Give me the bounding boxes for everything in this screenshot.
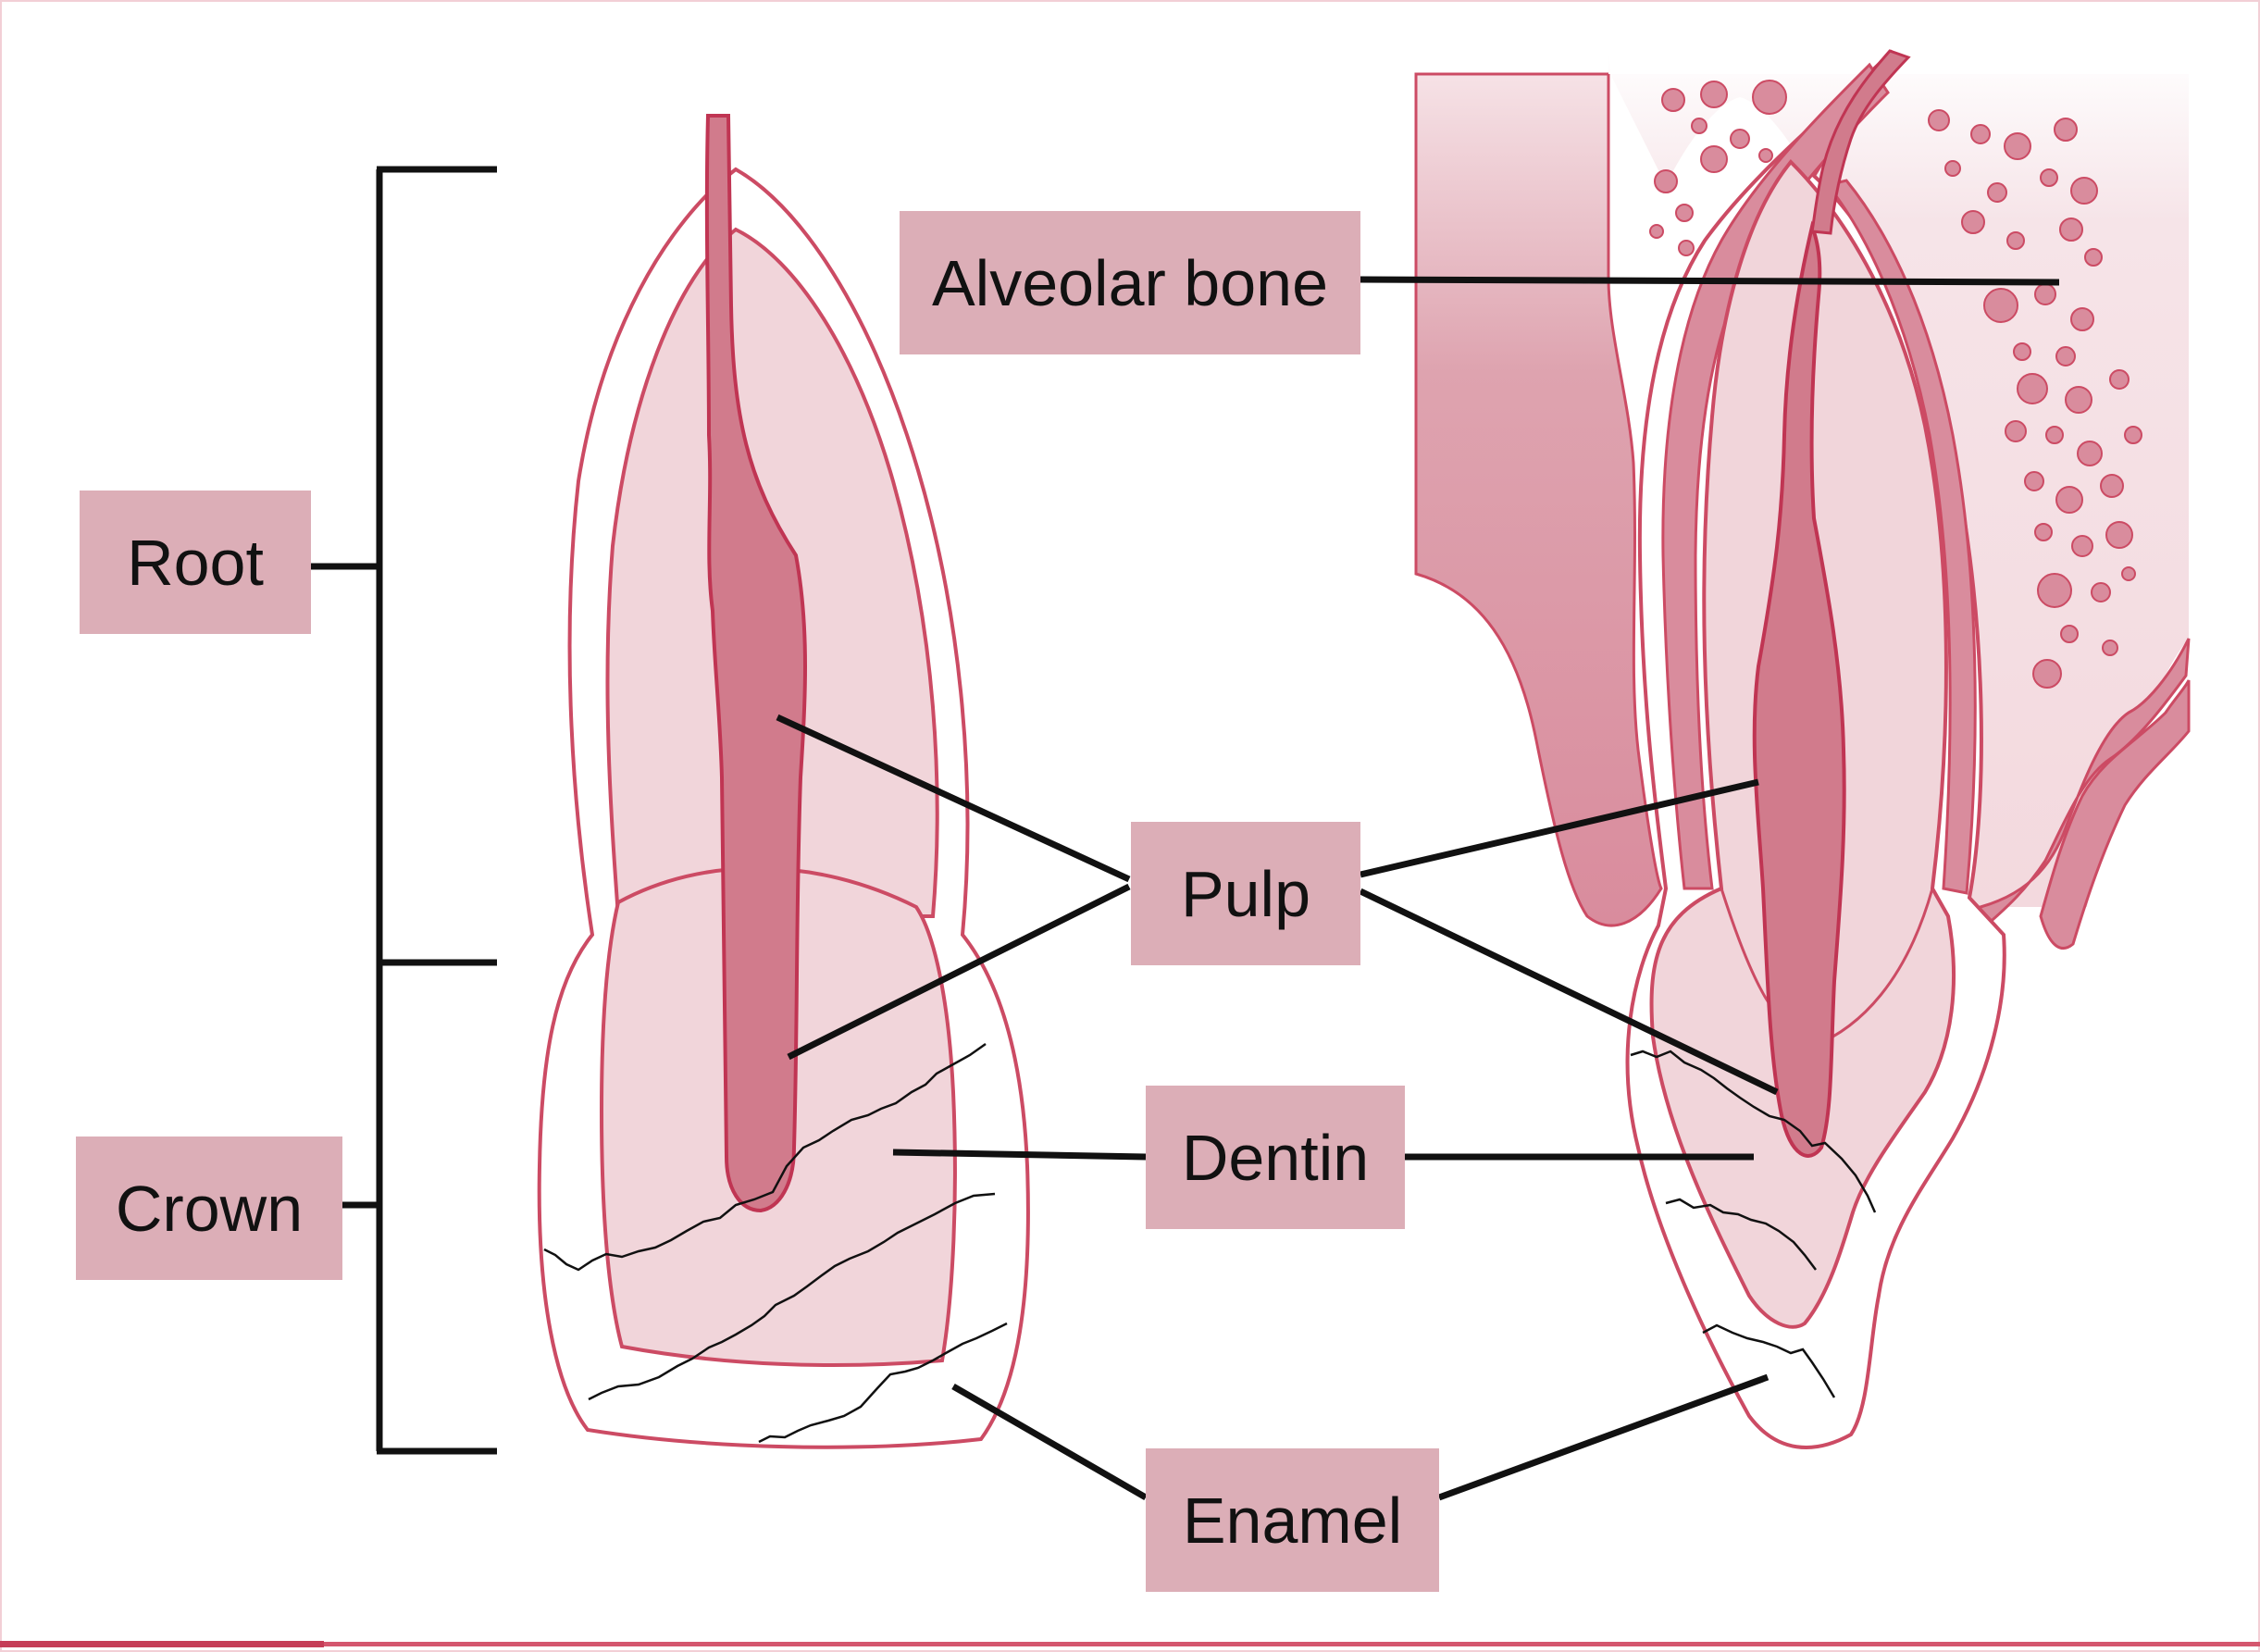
label-crown-text: Crown xyxy=(115,1172,304,1245)
right-tooth-pulp xyxy=(1752,220,1846,1158)
label-dentin-text: Dentin xyxy=(1181,1121,1370,1194)
bottom-rule-accent xyxy=(0,1641,324,1647)
leader-enamel-left xyxy=(951,1383,1148,1501)
label-alveolar-bone: Alveolar bone xyxy=(900,211,1360,354)
leader-dentin-left xyxy=(892,1149,1147,1161)
gingiva-right-band xyxy=(2039,679,2191,950)
label-dentin: Dentin xyxy=(1146,1086,1405,1229)
label-pulp: Pulp xyxy=(1131,822,1360,965)
left-tooth-pulp xyxy=(704,114,807,1213)
gingiva-left xyxy=(1414,72,1663,927)
left-tooth-crack-lines xyxy=(543,1042,1008,1444)
label-enamel-text: Enamel xyxy=(1182,1484,1403,1557)
leader-pulp-left-upper xyxy=(776,714,1131,883)
right-tooth-in-socket xyxy=(1414,49,2191,1449)
bone-porosity xyxy=(1649,80,2142,689)
leader-pulp-right-lower xyxy=(1359,888,1779,1096)
right-tooth-root-band-2 xyxy=(1825,179,1977,895)
right-tooth-neurovascular-bundle xyxy=(1810,49,1911,235)
root-crown-bracket xyxy=(310,166,497,1455)
label-enamel: Enamel xyxy=(1146,1448,1439,1592)
leader-enamel-right xyxy=(1437,1373,1770,1501)
label-root-text: Root xyxy=(127,526,264,599)
label-pulp-text: Pulp xyxy=(1180,857,1311,930)
label-crown: Crown xyxy=(76,1137,342,1280)
leader-alveolar-bone xyxy=(1360,276,2060,286)
bottom-rule xyxy=(0,1642,2260,1646)
label-alveolar-bone-text: Alveolar bone xyxy=(931,246,1329,319)
gingiva-right xyxy=(1979,638,2191,934)
label-root: Root xyxy=(80,491,311,634)
leader-pulp-right-upper xyxy=(1360,778,1759,878)
leader-lines xyxy=(776,276,2060,1501)
leader-pulp-left-lower xyxy=(787,883,1131,1061)
left-tooth xyxy=(537,114,1030,1449)
right-tooth-crack-lines xyxy=(1630,1050,1877,1398)
